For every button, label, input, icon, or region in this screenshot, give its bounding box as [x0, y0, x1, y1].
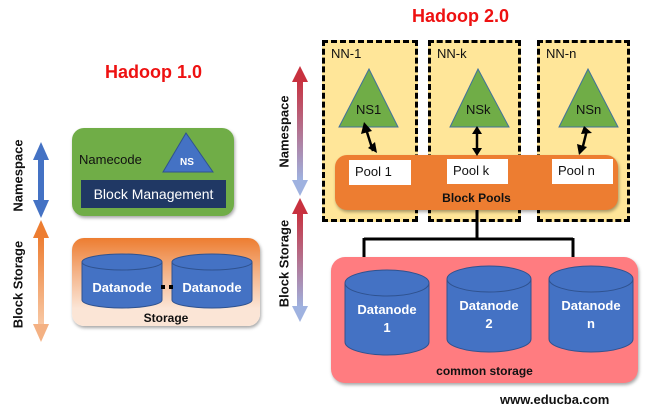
- datanode-2-line2: 2: [485, 316, 493, 331]
- ns-label: NS: [180, 157, 194, 168]
- pool-n: Pool n: [552, 159, 613, 184]
- datanode-label-1: Datanode 1: [345, 301, 429, 337]
- datanode-1-line1: Datanode: [357, 302, 417, 317]
- right-namespace-arrow: [292, 66, 308, 196]
- ns-label-1: NS1: [356, 102, 382, 117]
- hadoop1-title: Hadoop 1.0: [105, 62, 203, 82]
- namenode-label-k: NN-k: [437, 46, 467, 61]
- common-storage-label: common storage: [436, 364, 533, 378]
- datanode-n-line2: n: [587, 316, 595, 331]
- datanode-n-line1: Datanode: [561, 298, 621, 313]
- left-block-storage-arrow: [33, 220, 49, 342]
- namenode-label: Namecode: [79, 152, 142, 167]
- datanode-label-left-2: Datanode: [182, 280, 242, 295]
- namenode-label-1: NN-1: [331, 46, 362, 61]
- ns-label-n: NSn: [576, 102, 602, 117]
- right-block-storage-axis-label: Block Storage: [276, 219, 292, 308]
- hadoop2-title: Hadoop 2.0: [412, 6, 510, 26]
- block-pools-label: Block Pools: [442, 191, 511, 205]
- pool-1: Pool 1: [349, 160, 411, 185]
- namenode-label-n: NN-n: [546, 46, 577, 61]
- left-namespace-arrow: [33, 142, 49, 218]
- datanode-label-left-1: Datanode: [92, 280, 152, 295]
- datanode-2-line1: Datanode: [459, 298, 519, 313]
- datanode-1-line2: 1: [383, 320, 391, 335]
- ns-label-k: NSk: [466, 102, 491, 117]
- pool-k: Pool k: [447, 159, 508, 184]
- block-management-box: Block Management: [81, 180, 226, 208]
- datanode-label-n: Datanode n: [549, 297, 633, 333]
- right-block-storage-arrow: [292, 198, 308, 322]
- storage-label: Storage: [143, 311, 189, 325]
- educba-url: www.educba.com: [500, 392, 610, 407]
- datanode-label-2: Datanode 2: [447, 297, 531, 333]
- right-namespace-axis-label: Namespace: [276, 95, 292, 168]
